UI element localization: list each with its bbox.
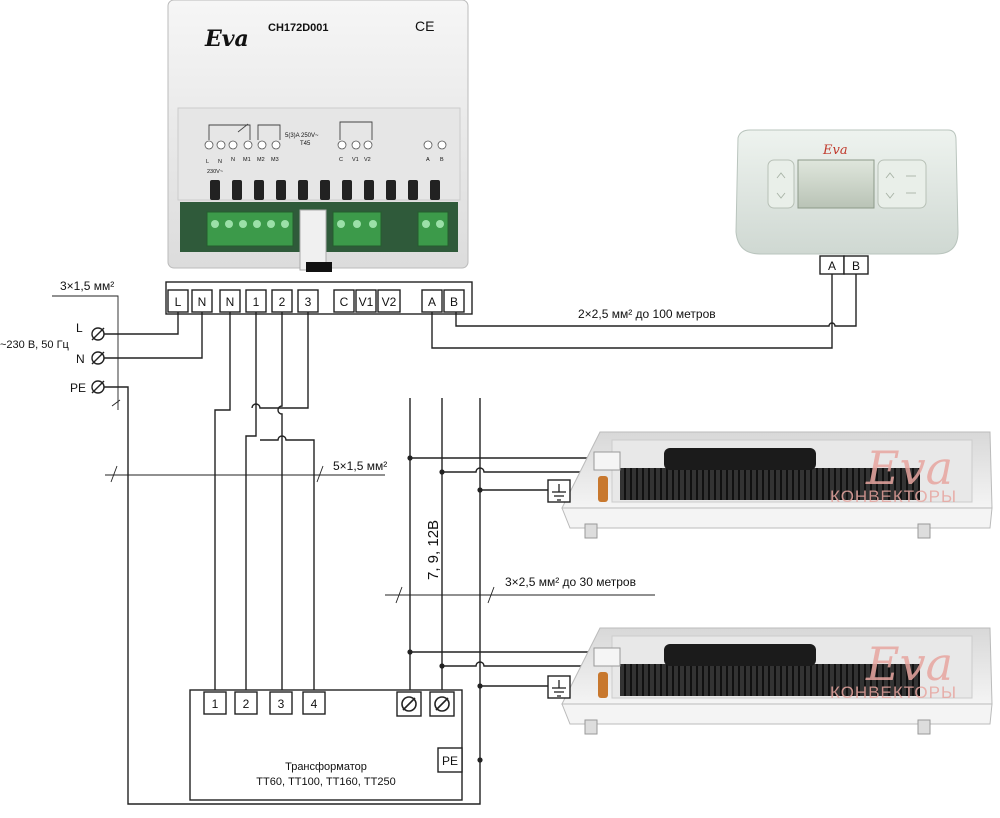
supply-cable-label: 3×1,5 мм² [60, 279, 114, 293]
strip-terminal-3: 3 [305, 295, 312, 309]
supply-l-label: L [76, 321, 83, 335]
svg-text:A: A [426, 157, 430, 163]
convector-1-watermark-subtitle: КОНВЕКТОРЫ [830, 487, 957, 506]
svg-text:N: N [231, 157, 235, 163]
panel-terminal-a-label: A [828, 259, 836, 273]
transformer-terminal-3: 3 [278, 697, 285, 711]
svg-text:B: B [440, 157, 444, 163]
supply-pe-label: PE [70, 381, 86, 395]
strip-terminal-a: A [428, 295, 436, 309]
transformer-terminal-pe: PE [442, 754, 458, 768]
junction-dots [407, 455, 483, 763]
transformer-terminal-2: 2 [243, 697, 250, 711]
svg-text:V1: V1 [352, 157, 359, 163]
svg-text:M1: M1 [243, 157, 251, 163]
strip-terminal-n2: N [226, 295, 235, 309]
transformer: 1 2 3 4 PE Трансформатор ТТ60, ТТ100, ТТ… [189, 689, 463, 801]
transformer-terminal-4: 4 [311, 697, 318, 711]
relay-temp: T45 [300, 141, 311, 147]
strip-terminal-v2: V2 [382, 295, 397, 309]
convector-2-watermark-subtitle: КОНВЕКТОРЫ [830, 683, 957, 702]
convector-2-watermark-brand: Eva [865, 637, 953, 691]
controller-brand-logo: Eva [204, 26, 249, 52]
strip-terminal-v1: V1 [359, 295, 374, 309]
supply-label-printed: 230V~ [207, 169, 223, 175]
strip-terminal-b: B [450, 295, 458, 309]
strip-terminal-2: 2 [279, 295, 286, 309]
convector-1: Eva КОНВЕКТОРЫ [547, 431, 993, 539]
svg-text:L: L [206, 159, 209, 165]
controller-module: Eva CH172D001 CE 5(3)A 250V~ T45 230V~ L… [167, 0, 469, 272]
bus-cable-label: 2×2,5 мм² до 100 метров [578, 307, 716, 321]
fan-cable-label: 5×1,5 мм² [333, 459, 387, 473]
strip-terminal-l: L [175, 295, 182, 309]
printed-terminal-labels: L N N M1 M2 M3 C V1 V2 A B [206, 157, 444, 165]
strip-terminal-c: C [340, 295, 349, 309]
transformer-models: ТТ60, ТТ100, ТТ160, ТТ250 [256, 776, 395, 788]
wires [52, 274, 857, 805]
svg-text:M3: M3 [271, 157, 279, 163]
panel-terminal-b-label: B [852, 259, 860, 273]
svg-text:C: C [339, 157, 343, 163]
heater-cable-label: 3×2,5 мм² до 30 метров [505, 575, 636, 589]
convector-2: Eva КОНВЕКТОРЫ [547, 627, 993, 735]
controller-model: CH172D001 [268, 22, 329, 34]
low-voltage-label: 7, 9, 12В [425, 520, 442, 580]
svg-text:V2: V2 [364, 157, 371, 163]
strip-terminal-n1: N [198, 295, 207, 309]
supply-terminals [91, 327, 105, 394]
strip-terminal-1: 1 [253, 295, 260, 309]
control-panel: Eva A B [735, 129, 959, 275]
transformer-title: Трансформатор [285, 761, 367, 773]
svg-text:M2: M2 [257, 157, 265, 163]
supply-voltage-label: ~230 В, 50 Гц [0, 339, 70, 351]
convector-1-watermark-brand: Eva [865, 441, 953, 495]
supply-n-label: N [76, 352, 85, 366]
transformer-terminal-1: 1 [212, 697, 219, 711]
relay-rating: 5(3)A 250V~ [285, 133, 319, 139]
svg-text:N: N [218, 159, 222, 165]
panel-brand-logo: Eva [822, 143, 848, 158]
terminal-strip: L N N 1 2 3 C V1 V2 A B [165, 281, 473, 315]
ce-mark: CE [415, 18, 434, 34]
